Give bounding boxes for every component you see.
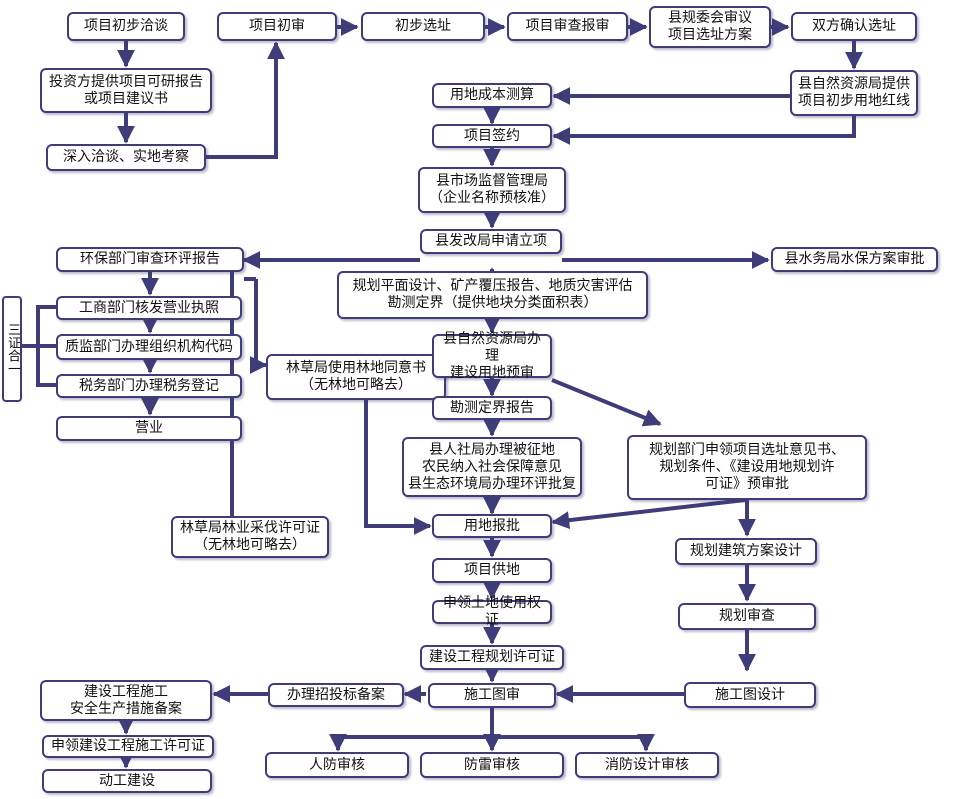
node-review-report: 项目审查报审 xyxy=(507,12,628,41)
node-operate: 营业 xyxy=(56,416,242,441)
node-forest-logging: 林草局林业采伐许可证 （无林地可略去） xyxy=(171,516,329,558)
node-env-review: 环保部门审查环评报告 xyxy=(56,247,244,272)
node-build-permit: 建设工程规划许可证 xyxy=(420,645,564,670)
node-forest-consent: 林草局使用林地同意书 （无林地可略去） xyxy=(266,354,446,400)
node-air-defense: 人防审核 xyxy=(265,752,409,778)
node-feasibility-report: 投资方提供项目可研报告 或项目建议书 xyxy=(40,68,212,113)
node-business-license: 工商部门核发营业执照 xyxy=(56,296,242,320)
node-social-security: 县人社局办理被征地 农民纳入社会保障意见 县生态环境局办理环评批复 xyxy=(402,437,582,497)
node-market-bureau: 县市场监督管理局 （企业名称预核准） xyxy=(418,167,566,213)
node-water-bureau: 县水务局水保方案审批 xyxy=(771,247,938,272)
node-org-code: 质监部门办理组织机构代码 xyxy=(56,334,242,360)
node-drawing-review: 施工图审 xyxy=(428,683,556,708)
node-preliminary-site: 初步选址 xyxy=(361,12,485,41)
node-construction-permit: 申领建设工程施工许可证 xyxy=(42,735,214,758)
arrow-redline-to-sign xyxy=(552,116,856,145)
node-drawing-design: 施工图设计 xyxy=(684,682,816,708)
node-tax-registration: 税务部门办理税务登记 xyxy=(56,374,242,398)
node-drc-approval: 县发改局申请立项 xyxy=(420,229,562,254)
node-fire: 消防设计审核 xyxy=(575,752,719,778)
node-project-negotiation: 项目初步洽谈 xyxy=(67,12,185,41)
node-planning-opinion: 规划部门申领项目选址意见书、 规划条件、《建设用地规划许 可证》预审批 xyxy=(627,435,867,500)
label-three-in-one: 三证合一 xyxy=(2,296,22,402)
node-county-committee: 县规委会审议 项目选址方案 xyxy=(649,6,771,48)
line-review-branch xyxy=(338,708,646,739)
node-land-supply: 项目供地 xyxy=(432,558,552,583)
node-land-approval: 用地报批 xyxy=(432,514,552,538)
node-planning-design: 规划平面设计、矿产覆压报告、地质灾害评估 勘测定界（提供地块分类面积表） xyxy=(337,271,648,319)
node-land-cert: 申领土地使用权证 xyxy=(432,595,552,628)
node-preliminary-review: 项目初审 xyxy=(217,12,337,41)
node-land-cost: 用地成本测算 xyxy=(432,83,552,108)
line-env-to-forest-consent xyxy=(249,279,268,374)
arrow-preview-to-planning-opinion xyxy=(551,378,662,427)
node-bidding: 办理招投标备案 xyxy=(268,683,404,707)
node-site-survey: 深入洽谈、实地考察 xyxy=(46,144,206,171)
node-land-pre-review: 县自然资源局办理 建设用地预审 xyxy=(432,331,552,381)
bracket-three-in-one xyxy=(20,305,56,387)
node-lightning: 防雷审核 xyxy=(420,752,564,778)
node-project-signing: 项目签约 xyxy=(432,124,552,148)
arrow-survey-to-initial-review xyxy=(206,41,285,159)
arrow-forest-consent-to-land-approval xyxy=(364,400,432,535)
node-survey-report: 勘测定界报告 xyxy=(432,396,552,420)
arrow-planning-opinion-to-land-approval xyxy=(551,498,746,530)
node-confirm-site: 双方确认选址 xyxy=(791,12,917,41)
node-plan-review: 规划审查 xyxy=(678,603,816,630)
node-land-redline: 县自然资源局提供 项目初步用地红线 xyxy=(790,70,918,116)
node-safety-filing: 建设工程施工 安全生产措施备案 xyxy=(40,680,212,721)
node-start-construction: 动工建设 xyxy=(42,769,212,793)
node-arch-design: 规划建筑方案设计 xyxy=(675,538,817,565)
